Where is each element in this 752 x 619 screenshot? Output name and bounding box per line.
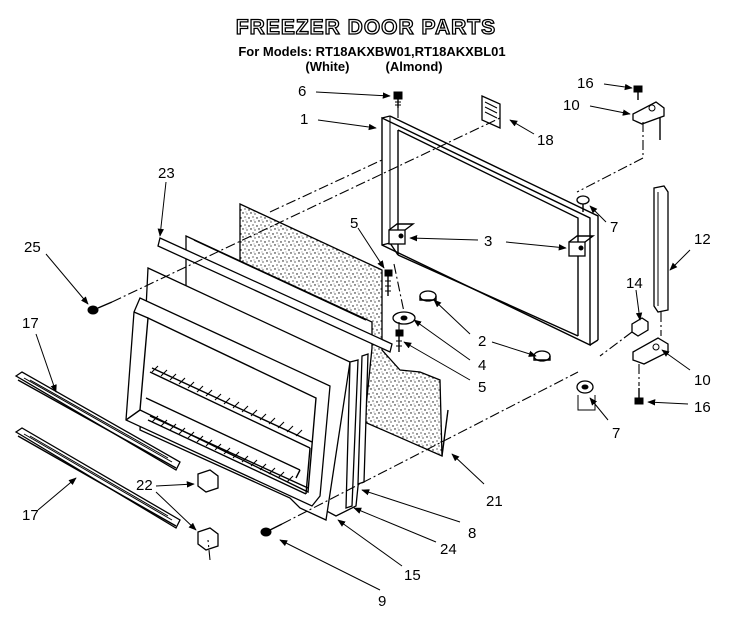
callout-6: 6	[298, 83, 306, 100]
callout-14: 14	[626, 275, 643, 292]
screw-6	[393, 91, 403, 108]
hinge-bracket	[388, 223, 596, 257]
callout-17-top: 17	[22, 315, 39, 332]
top-hinge	[576, 85, 665, 193]
colors-line: (White) (Almond)	[305, 59, 443, 74]
callout-2: 2	[478, 333, 486, 350]
callout-8: 8	[468, 525, 476, 542]
callout-16-top: 16	[577, 75, 594, 92]
door-liner	[125, 297, 331, 507]
callout-5-top: 5	[350, 215, 358, 232]
side-strip-24	[345, 353, 369, 509]
label-18	[481, 94, 501, 130]
callout-18: 18	[537, 132, 554, 149]
diagram-title: FREEZER DOOR PARTS	[235, 15, 497, 39]
screw-5	[384, 269, 404, 352]
callout-3-left: 3	[484, 233, 492, 250]
callout-4: 4	[478, 357, 486, 374]
door-frame	[381, 115, 599, 347]
callout-25: 25	[24, 239, 41, 256]
callout-9: 9	[378, 593, 386, 610]
leader-lines	[35, 83, 691, 591]
callout-5-bottom: 5	[478, 379, 486, 396]
screw-25	[87, 301, 113, 315]
pivot-pin-12	[653, 185, 669, 336]
callout-7-bottom: 7	[612, 425, 620, 442]
bottom-hinge	[599, 317, 669, 405]
models-line: For Models: RT18AKXBW01,RT18AKXBL01	[238, 44, 506, 59]
callout-23: 23	[158, 165, 175, 182]
assembly-lines	[111, 108, 579, 561]
hinge-pad-2	[419, 290, 551, 362]
washer-4	[392, 311, 416, 325]
screw-15	[260, 523, 283, 537]
bushing-7	[576, 380, 596, 411]
shelf-rail-17a	[14, 371, 181, 471]
callout-16-bottom: 16	[694, 399, 711, 416]
callout-21: 21	[486, 493, 503, 510]
callout-10-top: 10	[563, 97, 580, 114]
callout-7-top: 7	[610, 219, 618, 236]
callout-10-bottom: 10	[694, 372, 711, 389]
callout-17-bottom: 17	[22, 507, 39, 524]
callout-numbers: 1 6 18 16 10 7 3 12 5 2 4 5 14 10 16 7 2…	[22, 75, 711, 610]
callout-22: 22	[136, 477, 153, 494]
callout-15: 15	[404, 567, 421, 584]
rail-cap-22	[197, 469, 219, 551]
hinge-cap-7	[576, 195, 590, 212]
breaker-strip-23	[157, 237, 393, 353]
callout-1: 1	[300, 111, 308, 128]
callout-12: 12	[694, 231, 711, 248]
callout-24: 24	[440, 541, 457, 558]
shelf-rail-17b	[14, 427, 181, 529]
